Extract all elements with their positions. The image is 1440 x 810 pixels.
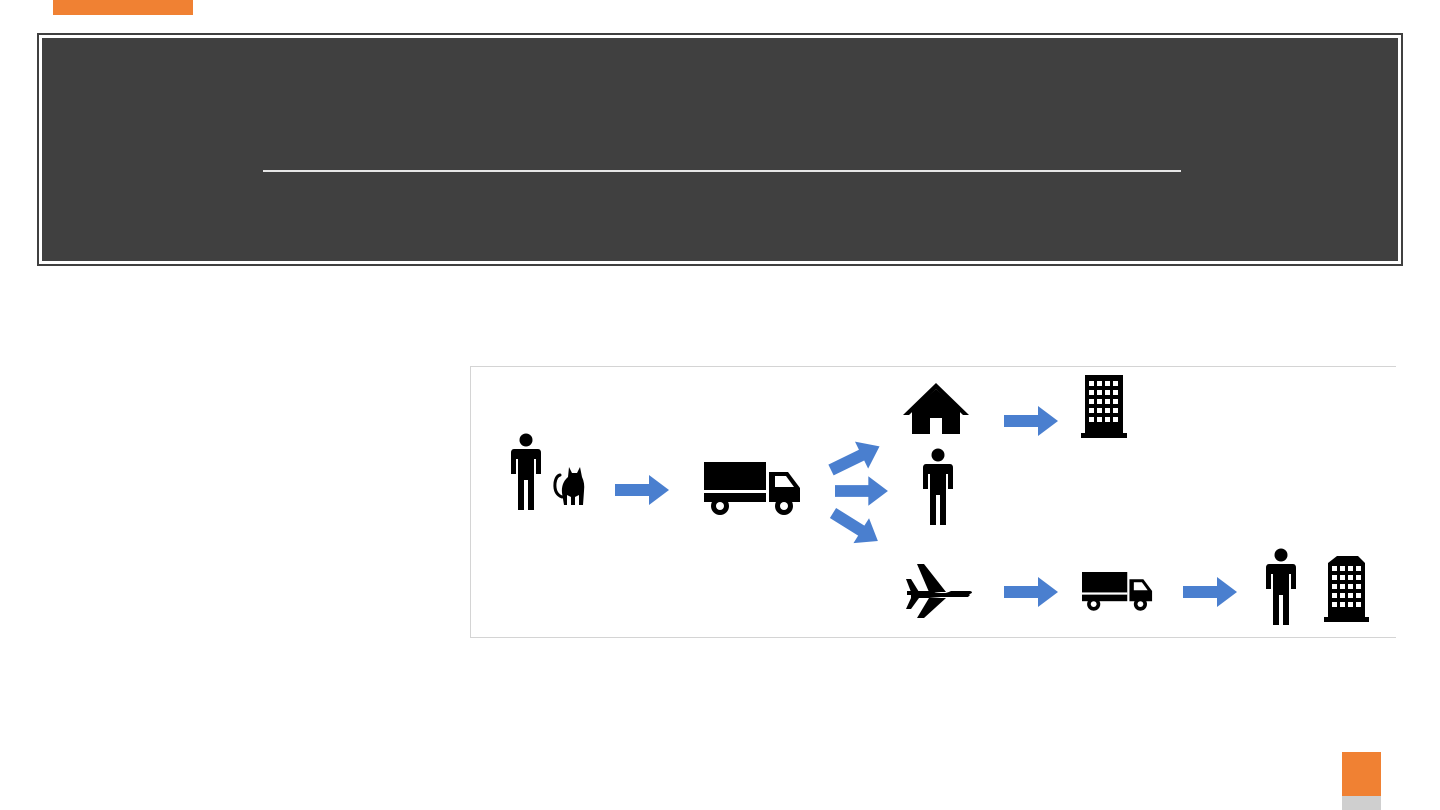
shipping-flow-diagram xyxy=(470,366,1396,638)
person-icon xyxy=(511,433,541,510)
title-frame xyxy=(37,33,1403,266)
cat-icon xyxy=(553,467,585,505)
title-panel xyxy=(42,38,1398,261)
arrow-right-icon xyxy=(1183,577,1237,607)
title-divider xyxy=(263,170,1181,172)
arrow-right-icon xyxy=(615,475,669,505)
arrow-up-right-icon xyxy=(824,432,887,484)
truck-icon xyxy=(704,462,800,515)
airplane-icon xyxy=(906,564,972,618)
office-building-icon xyxy=(1324,556,1369,622)
arrow-right-icon xyxy=(1004,406,1058,436)
arrow-right-icon xyxy=(835,476,888,506)
top-accent-bar xyxy=(53,0,193,15)
page-number-badge-shadow xyxy=(1342,796,1381,810)
person-icon xyxy=(1266,548,1296,625)
arrow-down-right-icon xyxy=(825,500,886,554)
page-number-badge xyxy=(1342,752,1381,796)
house-icon xyxy=(903,383,969,434)
office-building-icon xyxy=(1081,375,1127,438)
truck-icon xyxy=(1082,572,1153,611)
arrow-right-icon xyxy=(1004,577,1058,607)
person-icon xyxy=(923,448,953,525)
